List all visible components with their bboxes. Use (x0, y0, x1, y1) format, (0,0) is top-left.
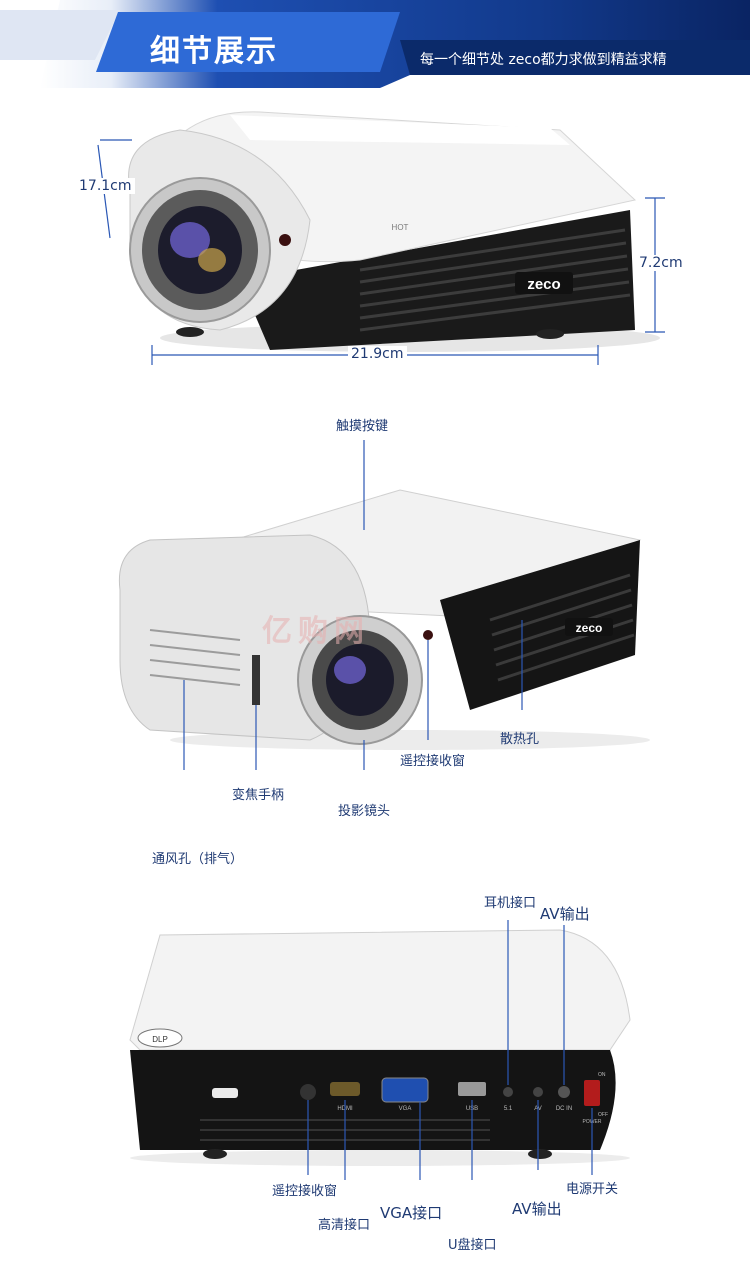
projector-rear-view: DLP HDMI VGA USB 5.1 AV DC IN ON OFF POW… (129, 920, 631, 1180)
dc-in-jack (558, 1086, 570, 1098)
height-label: 7.2cm (636, 255, 686, 271)
label-rear-ir: 遥控接收窗 (272, 1184, 338, 1199)
usb-port (458, 1082, 486, 1096)
brand-logo-plate (515, 272, 573, 294)
vga-print: VGA (399, 1106, 412, 1112)
zoom-lever (252, 655, 260, 705)
label-power-switch: 电源开关 (566, 1182, 619, 1197)
brand-logo: zeco (527, 276, 560, 293)
depth-label: 17.1cm (76, 178, 135, 194)
banner-background (0, 0, 750, 88)
power-switch (584, 1080, 600, 1106)
label-hdmi: 高清接口 (318, 1218, 371, 1233)
header-banner: 细节展示 每一个细节处 zeco都力求做到精益求精 (0, 0, 750, 88)
width-label: 21.9cm (348, 346, 407, 362)
projector-front-view: zeco HOT (97, 111, 665, 365)
on-print: ON (598, 1072, 606, 1078)
label-headphone: 耳机接口 (484, 896, 537, 911)
hdmi-port (330, 1082, 360, 1096)
headphone-jack (503, 1087, 513, 1097)
off-print: OFF (598, 1112, 608, 1118)
label-touch-keys: 触摸按键 (336, 419, 389, 434)
page-title: 细节展示 (150, 34, 278, 69)
vga-port (381, 1077, 429, 1103)
label-vga: VGA接口 (380, 1204, 443, 1222)
av-jack (533, 1087, 543, 1097)
dlp-badge: DLP (152, 1035, 168, 1044)
dc-print: DC IN (556, 1106, 572, 1112)
hot-badge: HOT (392, 223, 409, 232)
rear-ir-window (300, 1084, 316, 1100)
rear-light (212, 1088, 238, 1098)
page-subtitle: 每一个细节处 zeco都力求做到精益求精 (420, 52, 667, 68)
label-usb: U盘接口 (448, 1238, 497, 1253)
watermark: 亿购网 (262, 614, 370, 649)
projector-side-view: zeco (118, 440, 650, 770)
label-ir-receiver: 遥控接收窗 (400, 754, 466, 769)
label-heat-vent: 散热孔 (500, 732, 540, 747)
label-lens: 投影镜头 (338, 804, 391, 819)
rear-panel (130, 1050, 616, 1150)
brand-logo-side: zeco (576, 621, 603, 635)
label-av-out-bottom: AV输出 (512, 1200, 562, 1218)
label-zoom-lever: 变焦手柄 (232, 788, 285, 803)
label-av-out-top: AV输出 (540, 905, 590, 923)
audio-print: 5.1 (504, 1106, 513, 1112)
label-exhaust: 通风孔（排气） (152, 852, 244, 867)
